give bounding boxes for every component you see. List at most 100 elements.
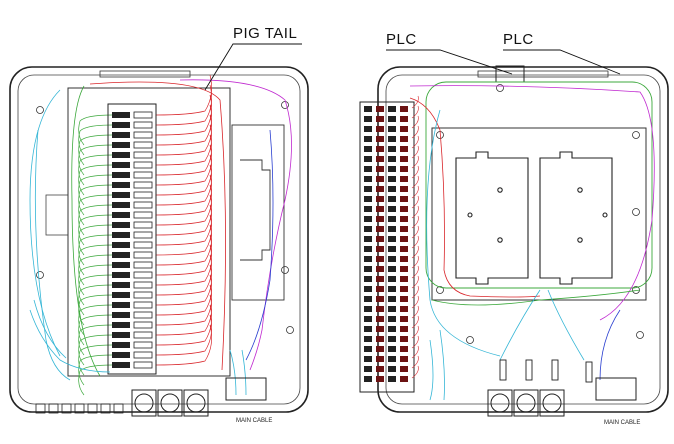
green-pigtail — [78, 334, 113, 366]
dense-adapter — [400, 296, 408, 302]
adapter-right — [133, 281, 153, 289]
dense-adapter — [364, 296, 372, 302]
dense-adapter — [376, 266, 384, 272]
dense-adapter — [400, 276, 408, 282]
right-enclosure: MAIN CABLE — [359, 65, 669, 426]
left-adapter-column — [107, 103, 157, 375]
right-cyan-fibers — [426, 109, 585, 401]
dense-adapter — [388, 256, 396, 262]
strip-red-fiber — [411, 175, 419, 189]
dense-adapter — [376, 116, 384, 122]
green-pigtail — [78, 324, 113, 356]
right-red-fiber — [409, 97, 541, 298]
dense-adapter — [376, 166, 384, 172]
red-pigtail — [155, 244, 212, 286]
dense-adapter — [388, 196, 396, 202]
right-cable-glands — [487, 389, 565, 417]
dense-adapter — [388, 286, 396, 292]
red-pigtail — [155, 304, 212, 346]
strip-red-fiber — [411, 95, 419, 109]
green-pigtail — [78, 164, 113, 196]
red-pigtail — [155, 214, 212, 256]
dense-adapter — [400, 136, 408, 142]
red-pigtail — [155, 154, 212, 196]
adapter-left — [112, 322, 130, 328]
dense-adapter — [376, 346, 384, 352]
plc-label-right: PLC — [503, 31, 534, 48]
red-pigtail — [155, 94, 212, 136]
adapter-left — [112, 172, 130, 178]
dense-adapter — [376, 376, 384, 382]
dense-adapter — [388, 156, 396, 162]
adapter-left — [112, 132, 130, 138]
strip-red-fiber — [411, 105, 419, 119]
red-pigtail — [155, 294, 212, 336]
strip-red-fiber — [411, 135, 419, 149]
dense-adapter — [388, 366, 396, 372]
dense-adapter — [400, 196, 408, 202]
dense-adapter — [400, 176, 408, 182]
dense-adapter — [376, 186, 384, 192]
strip-red-fiber — [411, 365, 419, 379]
dense-adapter — [364, 316, 372, 322]
dense-adapter — [376, 176, 384, 182]
adapter-right — [133, 251, 153, 259]
dense-adapter — [388, 306, 396, 312]
plc-module-left — [495, 65, 525, 83]
adapter-right — [133, 261, 153, 269]
dense-adapter — [376, 216, 384, 222]
strip-red-fiber — [411, 325, 419, 339]
dense-adapter — [364, 346, 372, 352]
adapter-left — [112, 302, 130, 308]
adapter-left — [112, 292, 130, 298]
dense-adapter — [400, 266, 408, 272]
strip-red-fiber — [411, 165, 419, 179]
dense-adapter — [364, 186, 372, 192]
red-pigtail — [155, 324, 212, 366]
dense-adapter — [388, 106, 396, 112]
right-main-cable-gland — [592, 377, 640, 413]
adapter-right — [133, 231, 153, 239]
dense-adapter — [376, 156, 384, 162]
dense-adapter — [400, 246, 408, 252]
strip-red-fiber — [411, 335, 419, 349]
pig-tail-label: PIG TAIL — [233, 25, 297, 42]
dense-adapter — [400, 366, 408, 372]
dense-adapter — [364, 356, 372, 362]
strip-red-fiber — [411, 255, 419, 269]
red-pigtail — [155, 284, 212, 326]
dense-adapter — [364, 116, 372, 122]
drop-port — [61, 403, 72, 414]
adapter-left — [112, 142, 130, 148]
dense-adapter — [376, 256, 384, 262]
green-pigtail — [78, 114, 113, 146]
strip-red-fiber — [411, 295, 419, 309]
adapter-right — [133, 301, 153, 309]
adapter-right — [133, 341, 153, 349]
red-pigtail — [155, 314, 212, 356]
left-magenta-fiber — [179, 79, 292, 371]
dense-adapter — [376, 136, 384, 142]
dense-adapter — [364, 276, 372, 282]
dense-adapter — [400, 256, 408, 262]
red-pigtail — [155, 194, 212, 236]
strip-red-fiber — [411, 115, 419, 129]
plc-right-leader-line — [503, 49, 621, 75]
dense-adapter — [388, 186, 396, 192]
adapter-left — [112, 112, 130, 118]
adapter-left — [112, 352, 130, 358]
adapter-right — [133, 151, 153, 159]
adapter-left — [112, 152, 130, 158]
green-pigtail — [78, 304, 113, 336]
red-pigtail — [155, 124, 212, 166]
right-magenta-fiber — [409, 85, 655, 321]
left-top-hinge — [99, 70, 191, 78]
right-inner-shell — [385, 74, 661, 405]
green-pigtail — [78, 284, 113, 316]
drop-port — [113, 403, 124, 414]
strip-red-fiber — [411, 285, 419, 299]
dense-adapter — [376, 366, 384, 372]
drop-port — [87, 403, 98, 414]
